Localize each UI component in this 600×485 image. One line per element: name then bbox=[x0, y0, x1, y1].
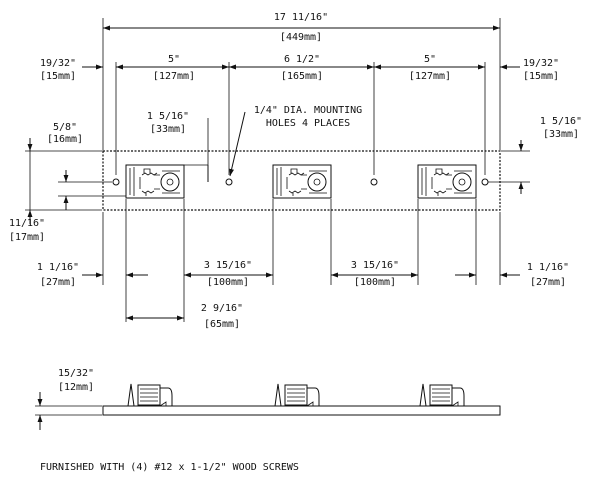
overall-length-label: 17 11/16" bbox=[274, 12, 328, 23]
hook-side-left bbox=[127, 383, 173, 407]
edge-right-label: 19/32" bbox=[523, 58, 559, 69]
end-left-mm: [27mm] bbox=[40, 277, 76, 288]
thickness-mm: [12mm] bbox=[58, 382, 94, 393]
spacing-c-label: 5" bbox=[424, 54, 436, 65]
mounting-hole bbox=[225, 178, 233, 186]
spacing-b-label: 6 1/2" bbox=[284, 54, 320, 65]
edge-left-mm: [15mm] bbox=[40, 71, 76, 82]
hook-gap-right-mm: [100mm] bbox=[354, 277, 396, 288]
hook-width-label: 2 9/16" bbox=[201, 303, 243, 314]
edge-right-mm: [15mm] bbox=[523, 71, 559, 82]
footer-note: FURNISHED WITH (4) #12 x 1-1/2" WOOD SCR… bbox=[40, 462, 299, 473]
hook-assembly-right bbox=[417, 164, 477, 199]
hook-assembly-left bbox=[125, 164, 185, 199]
hook-gap-right-label: 3 15/16" bbox=[351, 260, 399, 271]
hole-offset-label: 11/16" bbox=[9, 218, 45, 229]
thickness-dimension bbox=[35, 392, 102, 430]
holes-note-line2: HOLES 4 PLACES bbox=[266, 118, 350, 129]
hole-to-hook-right-mm: [33mm] bbox=[543, 129, 579, 140]
height-mm: [16mm] bbox=[47, 134, 83, 145]
overall-length-mm: [449mm] bbox=[280, 32, 322, 43]
spacing-a-label: 5" bbox=[168, 54, 180, 65]
hole-to-hook-right-label: 1 5/16" bbox=[540, 116, 582, 127]
spacing-a-mm: [127mm] bbox=[153, 71, 195, 82]
mounting-plate-side-view bbox=[102, 405, 501, 416]
hole-offset-mm: [17mm] bbox=[9, 232, 45, 243]
edge-left-label: 19/32" bbox=[40, 58, 76, 69]
hole-to-hook-left-mm: [33mm] bbox=[150, 124, 186, 135]
dimension-labels: 17 11/16" [449mm] 19/32" [15mm] 5" [127m… bbox=[9, 12, 582, 473]
thickness-label: 15/32" bbox=[58, 368, 94, 379]
mounting-plate-top-view bbox=[102, 150, 501, 211]
end-right-mm: [27mm] bbox=[530, 277, 566, 288]
mounting-hole bbox=[112, 178, 120, 186]
hole-to-hook-left-label: 1 5/16" bbox=[147, 111, 189, 122]
hook-width-mm: [65mm] bbox=[204, 319, 240, 330]
hook-side-right bbox=[419, 383, 465, 407]
hook-side-center bbox=[274, 383, 320, 407]
hook-gap-left-label: 3 15/16" bbox=[204, 260, 252, 271]
spacing-b-mm: [165mm] bbox=[281, 71, 323, 82]
spacing-c-mm: [127mm] bbox=[409, 71, 451, 82]
end-left-label: 1 1/16" bbox=[37, 262, 79, 273]
dimension-lines bbox=[27, 25, 524, 321]
hook-gap-left-mm: [100mm] bbox=[207, 277, 249, 288]
mounting-hole bbox=[370, 178, 378, 186]
height-label: 5/8" bbox=[53, 122, 77, 133]
end-right-label: 1 1/16" bbox=[527, 262, 569, 273]
holes-note-line1: 1/4" DIA. MOUNTING bbox=[254, 105, 362, 116]
hook-assembly-center bbox=[272, 164, 332, 199]
